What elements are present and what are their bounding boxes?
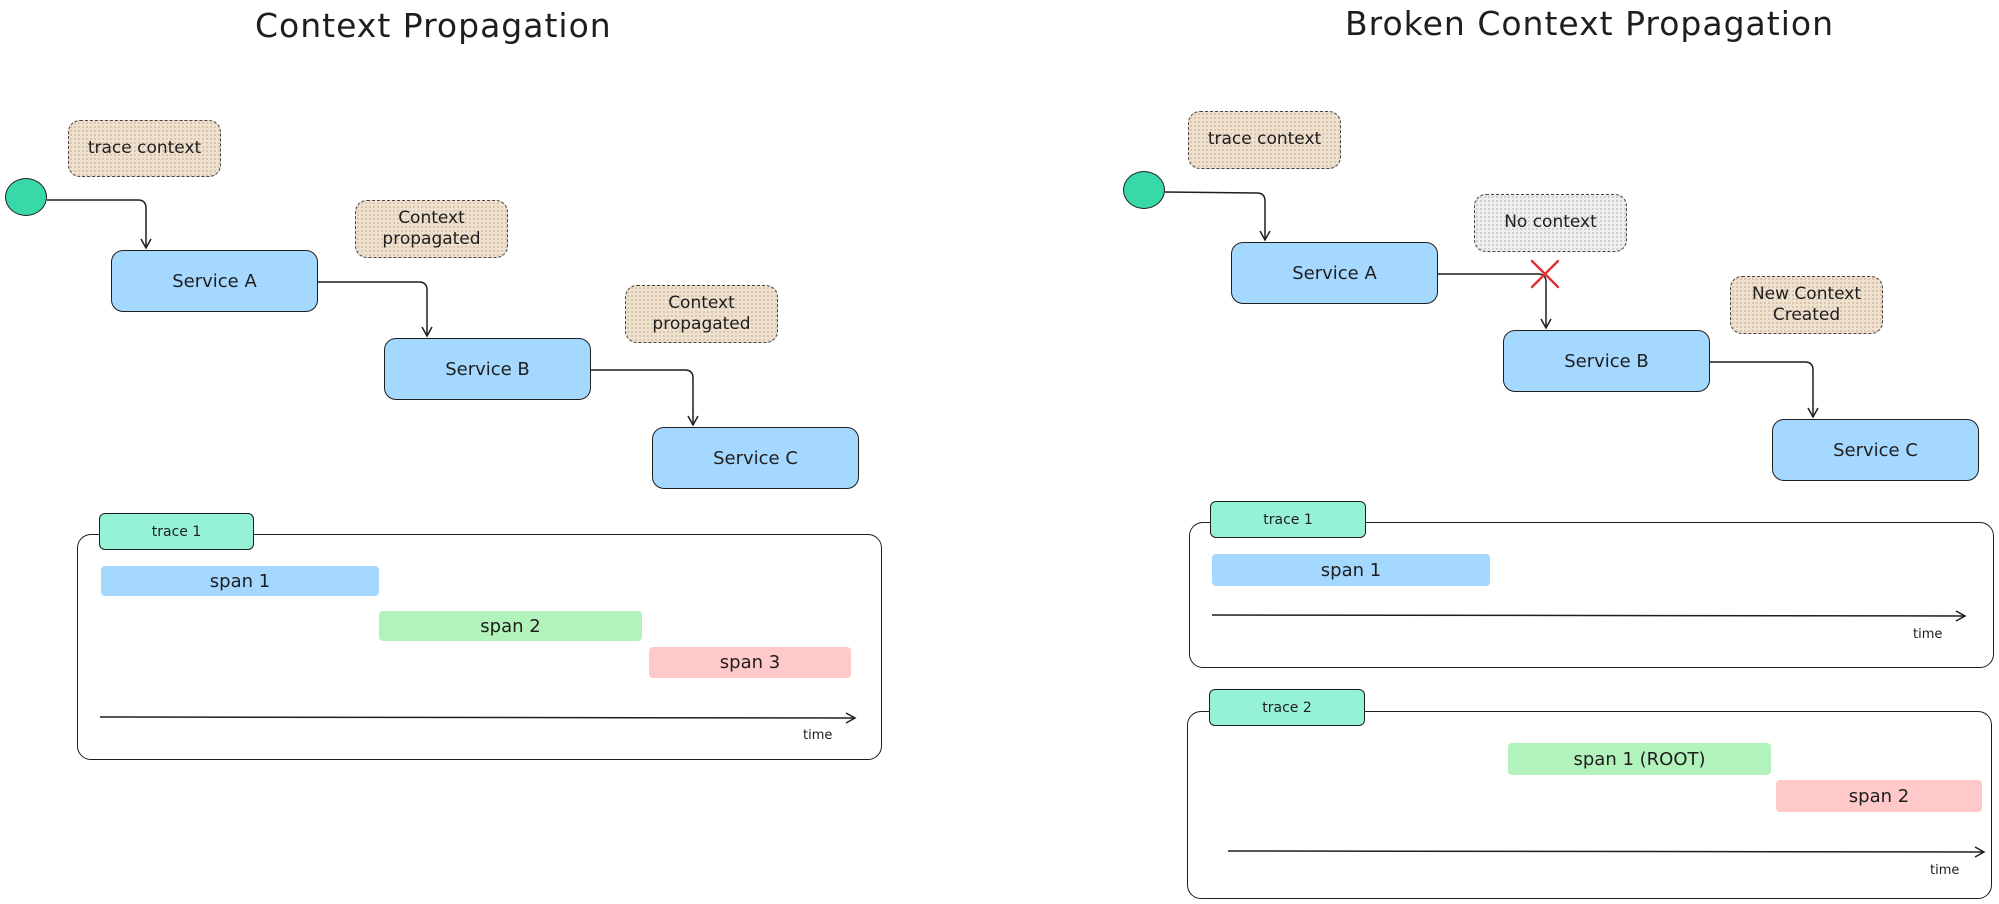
- left-note-trace-context: trace context: [68, 120, 221, 177]
- left-span-3: span 3: [649, 647, 851, 678]
- right-arrow-start-to-a: [1164, 191, 1271, 242]
- right-service-b: Service B: [1503, 330, 1710, 392]
- right-trace-2-time-axis: [1227, 846, 1986, 858]
- broken-context-x-icon: [1530, 259, 1560, 289]
- left-arrow-start-to-a: [47, 199, 152, 250]
- right-trace-1-time-axis: [1211, 610, 1967, 622]
- right-trace-2-time-axis-label: time: [1930, 863, 1960, 878]
- left-service-a: Service A: [111, 250, 318, 312]
- right-trace-2-span-2: span 2: [1776, 780, 1982, 812]
- left-span-2: span 2: [379, 611, 642, 641]
- left-span-1: span 1: [101, 566, 379, 596]
- right-trace-1-time-axis-label: time: [1913, 627, 1943, 642]
- left-arrow-a-to-b: [318, 281, 433, 338]
- left-note-context-propagated-2: Context propagated: [625, 285, 778, 343]
- right-title: Broken Context Propagation: [1345, 4, 1834, 43]
- right-trace-1-tab: trace 1: [1210, 501, 1366, 538]
- left-trace-1-box: [77, 534, 882, 760]
- left-note-context-propagated-1: Context propagated: [355, 200, 508, 258]
- right-trace-2-box: [1187, 711, 1992, 899]
- right-trace-1-span-1: span 1: [1212, 554, 1490, 586]
- right-trace-2-span-1-root: span 1 (ROOT): [1508, 743, 1771, 775]
- right-trace-2-tab: trace 2: [1209, 689, 1365, 726]
- left-service-c: Service C: [652, 427, 859, 489]
- left-trace-1-tab: trace 1: [99, 513, 254, 550]
- right-note-trace-context: trace context: [1188, 111, 1341, 169]
- right-note-new-context-created: New Context Created: [1730, 276, 1883, 334]
- right-note-no-context: No context: [1474, 194, 1627, 252]
- left-time-axis: [99, 712, 857, 724]
- right-trace-1-box: [1189, 522, 1994, 668]
- left-service-b: Service B: [384, 338, 591, 400]
- right-service-c: Service C: [1772, 419, 1979, 481]
- right-arrow-a-to-b-broken: [1438, 273, 1552, 330]
- left-title: Context Propagation: [255, 6, 612, 45]
- left-time-axis-label: time: [803, 728, 833, 743]
- left-start-node: [5, 178, 47, 216]
- right-start-node: [1123, 171, 1165, 209]
- right-service-a: Service A: [1231, 242, 1438, 304]
- left-arrow-b-to-c: [591, 369, 699, 427]
- right-arrow-b-to-c: [1710, 361, 1819, 419]
